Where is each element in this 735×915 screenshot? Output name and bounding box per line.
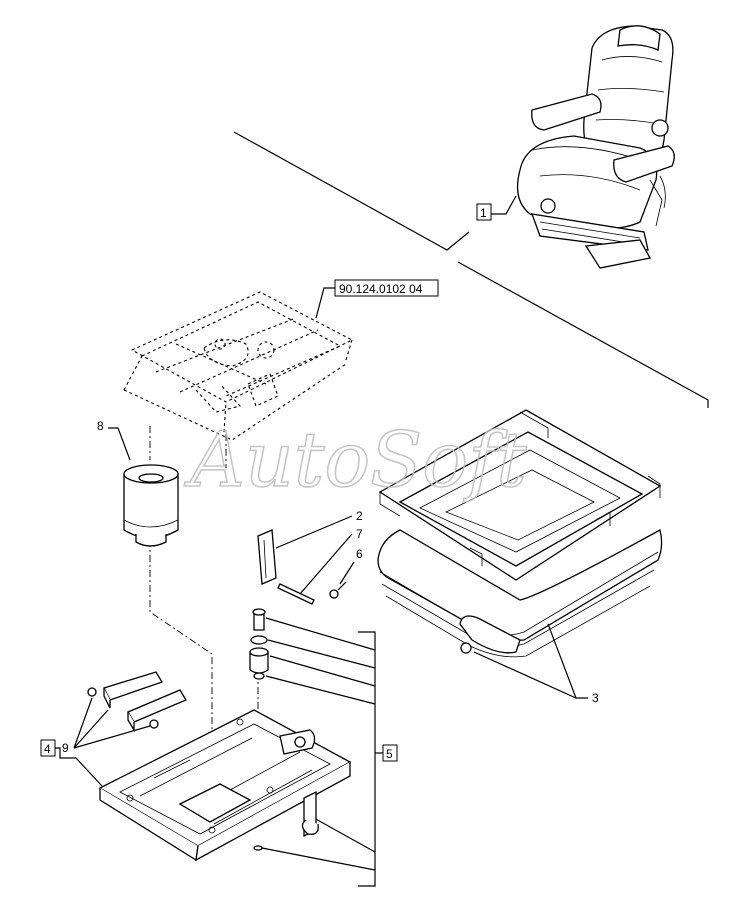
cover-strip-illustration bbox=[257, 529, 277, 585]
callout-8: 8 bbox=[97, 419, 131, 461]
screw-illustration bbox=[329, 581, 347, 599]
base-frame-illustration bbox=[98, 709, 352, 862]
item-7-label: 7 bbox=[356, 527, 363, 541]
item-1-label: 1 bbox=[480, 206, 487, 220]
reference-callout: 90.124.0102 04 bbox=[315, 279, 439, 319]
item-5-label: 5 bbox=[386, 747, 393, 761]
item-8-label: 8 bbox=[97, 419, 104, 433]
callout-9: 9 bbox=[62, 697, 151, 755]
item-2-label: 2 bbox=[356, 509, 363, 523]
complete-seat-illustration bbox=[516, 25, 675, 269]
section-divider-line bbox=[233, 131, 709, 408]
item-6-label: 6 bbox=[356, 547, 363, 561]
item-3-label: 3 bbox=[592, 691, 599, 705]
watermark-text: AutoSoft bbox=[184, 415, 527, 504]
bellows-cover-illustration bbox=[377, 409, 663, 658]
callout-2: 2 bbox=[275, 509, 363, 549]
watermark: AutoSoft bbox=[183, 414, 528, 505]
item-4-label: 4 bbox=[44, 742, 51, 756]
callout-6: 6 bbox=[339, 547, 363, 585]
item-9-label: 9 bbox=[62, 741, 69, 755]
reference-number-label: 90.124.0102 04 bbox=[339, 282, 423, 296]
suspension-frame-illustration bbox=[123, 291, 354, 441]
callout-5: 5 bbox=[261, 617, 398, 887]
callout-1: 1 bbox=[476, 195, 517, 221]
air-spring-illustration bbox=[123, 464, 179, 547]
hardware-stack-illustration bbox=[249, 608, 269, 680]
callout-4: 4 bbox=[40, 739, 103, 787]
callout-3: 3 bbox=[473, 623, 599, 705]
slide-rails-illustration bbox=[87, 671, 187, 733]
callout-7: 7 bbox=[299, 527, 363, 595]
pin-illustration bbox=[277, 583, 315, 605]
